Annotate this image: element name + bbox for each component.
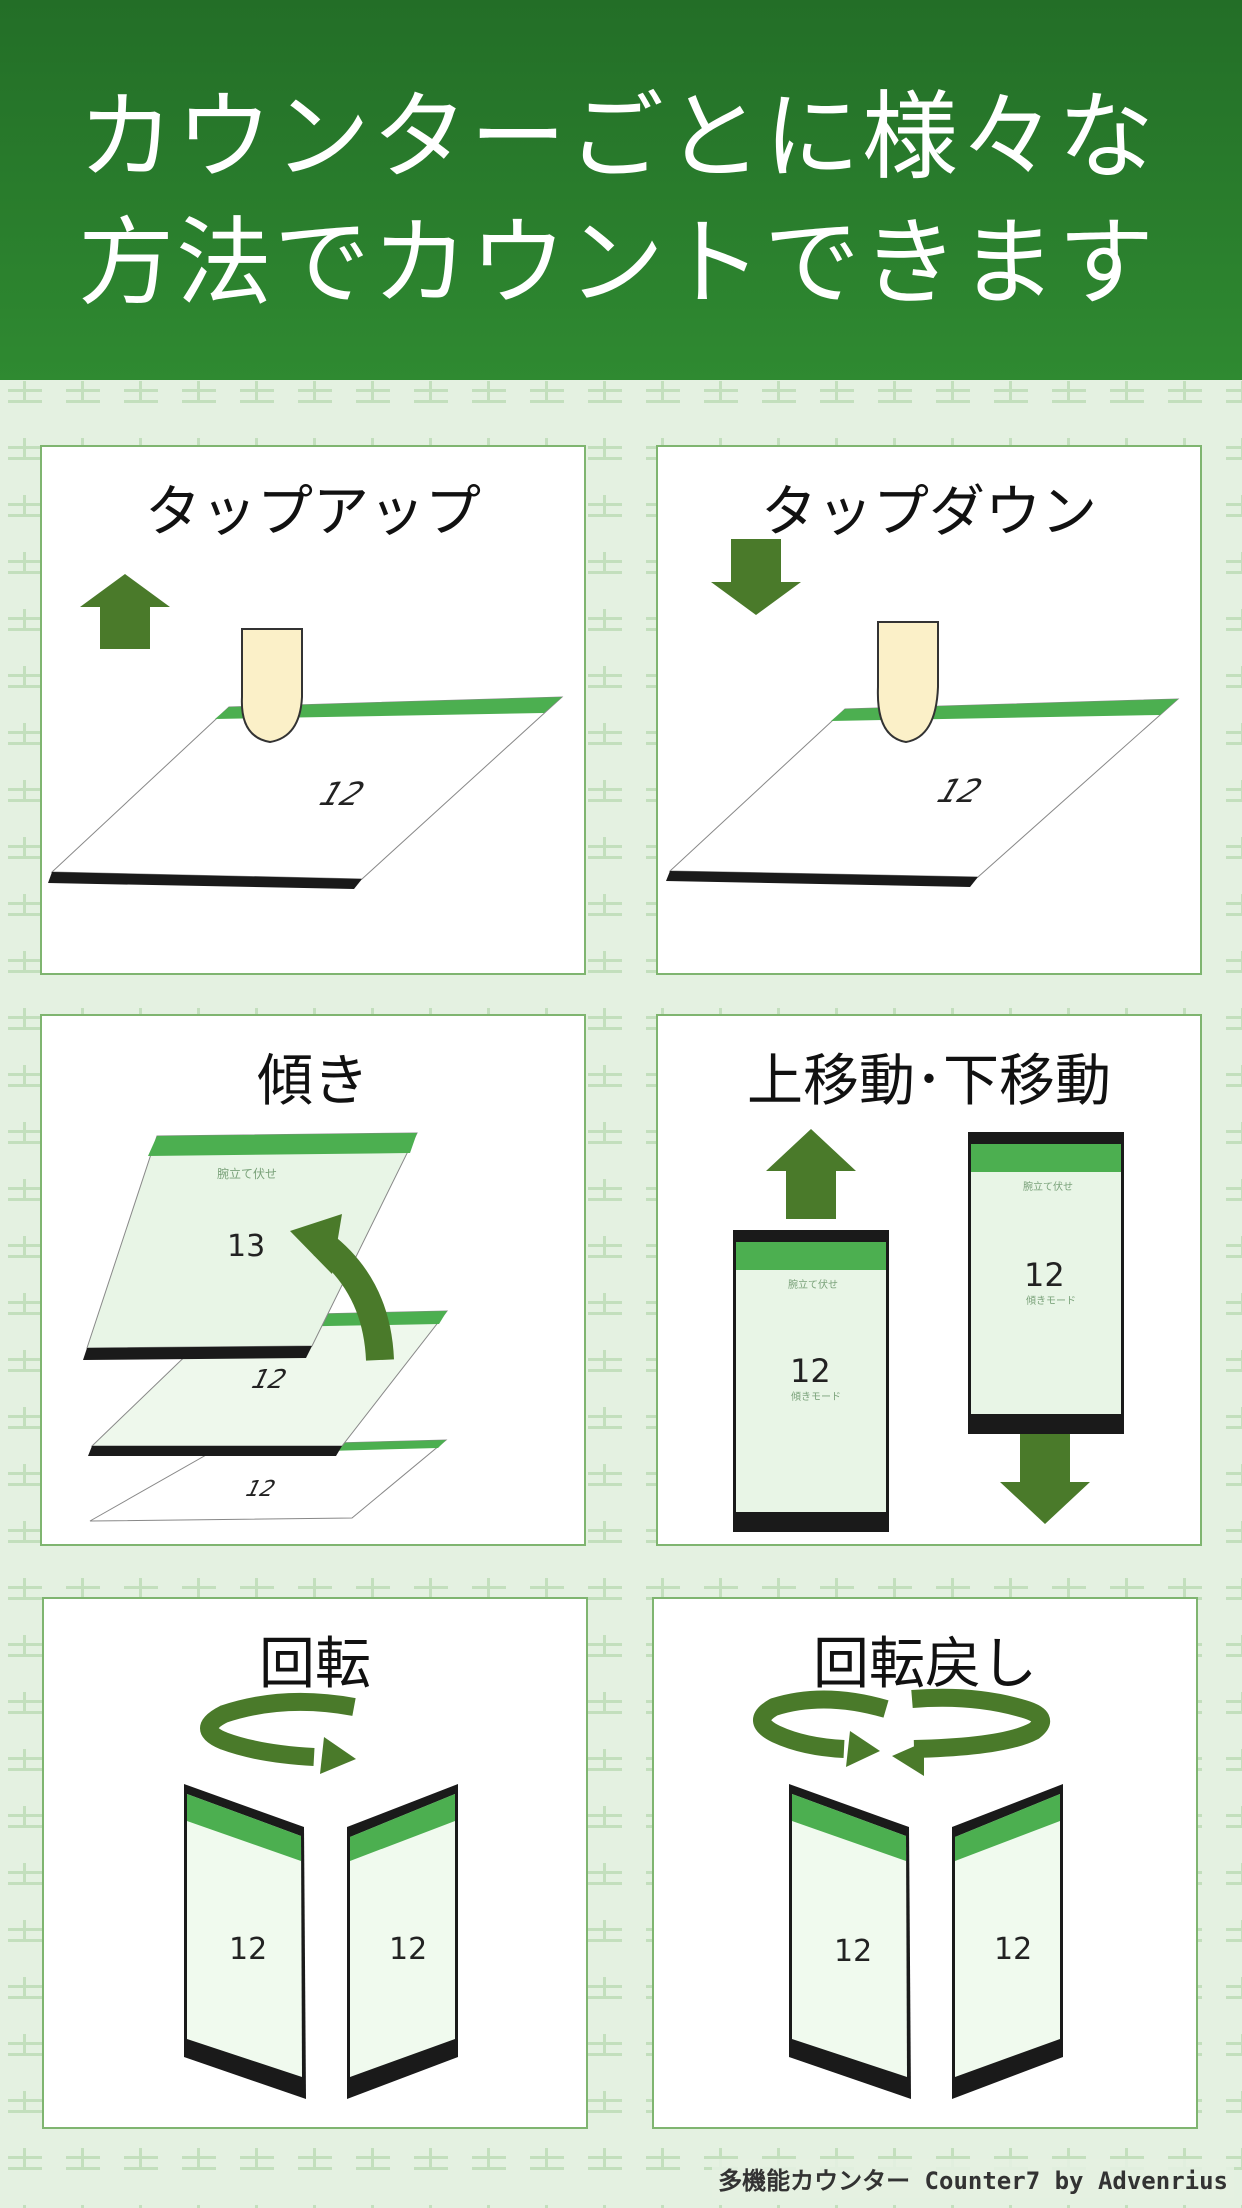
card-tilt: 傾き 12 12 13 腕立て伏せ	[40, 1014, 586, 1546]
svg-text:傾きモード: 傾きモード	[1026, 1294, 1076, 1307]
rotate-back-arrow-icon	[911, 1688, 1050, 1758]
phone-toolbar	[148, 1133, 417, 1156]
phone-navbar	[83, 1346, 312, 1360]
tilt-illustration: 12 12 13 腕立て伏せ	[83, 1132, 449, 1522]
rotate-arrow-icon	[753, 1690, 889, 1758]
phone-label-top: 腕立て伏せ	[217, 1166, 277, 1181]
svg-text:12: 12	[389, 1932, 427, 1967]
down-arrow-icon	[711, 539, 801, 615]
footer-credit: 多機能カウンター Counter7 by Advenrius	[712, 2159, 1234, 2198]
phone-navbar	[666, 871, 978, 887]
up-arrow-icon	[766, 1129, 856, 1219]
svg-text:12: 12	[1024, 1256, 1065, 1294]
tap-down-illustration: 12	[666, 539, 1180, 887]
rotate-arrow-icon	[200, 1692, 356, 1766]
svg-text:12: 12	[834, 1934, 872, 1969]
card-rotate: 回転 12 12	[42, 1597, 588, 2129]
phone-count-tilt: 13	[227, 1229, 265, 1264]
up-arrow-icon	[80, 574, 170, 649]
page-title: カウンターごとに様々な 方法でカウントできます	[78, 74, 1198, 326]
card-title: 上移動･下移動	[747, 1049, 1111, 1114]
phone-navbar	[48, 872, 362, 889]
down-arrow-icon	[1000, 1434, 1090, 1524]
card-title: 回転戻し	[813, 1632, 1037, 1697]
card-tap-up: タップアップ 12	[40, 445, 586, 975]
finger-icon	[240, 628, 303, 744]
rotate-illustration: 12 12	[184, 1692, 458, 2099]
card-tap-down: タップダウン 12	[656, 445, 1202, 975]
title-line-1: カウンターごとに様々な	[78, 81, 1156, 193]
svg-text:腕立て伏せ: 腕立て伏せ	[1023, 1180, 1073, 1193]
tap-up-illustration: 12	[48, 574, 564, 889]
phone-screen	[50, 696, 564, 880]
card-title: 回転	[259, 1632, 371, 1697]
finger-icon	[876, 621, 939, 744]
phone-count: 12	[790, 1352, 831, 1390]
phone-toolbar	[215, 697, 562, 719]
phone-label-top: 腕立て伏せ	[788, 1278, 838, 1291]
svg-text:12: 12	[229, 1932, 267, 1967]
title-line-2: 方法でカウントできます	[78, 207, 1156, 319]
header-banner: カウンターごとに様々な 方法でカウントできます	[0, 0, 1242, 382]
card-title: タップダウン	[761, 480, 1097, 545]
rotate-back-illustration: 12 12	[753, 1688, 1063, 2099]
card-title: タップアップ	[145, 480, 481, 545]
svg-text:12: 12	[994, 1932, 1032, 1967]
phone-mode: 傾きモード	[791, 1390, 841, 1403]
card-move: 上移動･下移動 腕立て伏せ 12 傾きモード 腕立て伏せ 12 傾きモード	[656, 1014, 1202, 1546]
move-illustration: 腕立て伏せ 12 傾きモード 腕立て伏せ 12 傾きモード	[733, 1129, 1124, 1532]
card-title: 傾き	[257, 1049, 369, 1114]
card-rotate-back: 回転戻し 12 12	[652, 1597, 1198, 2129]
